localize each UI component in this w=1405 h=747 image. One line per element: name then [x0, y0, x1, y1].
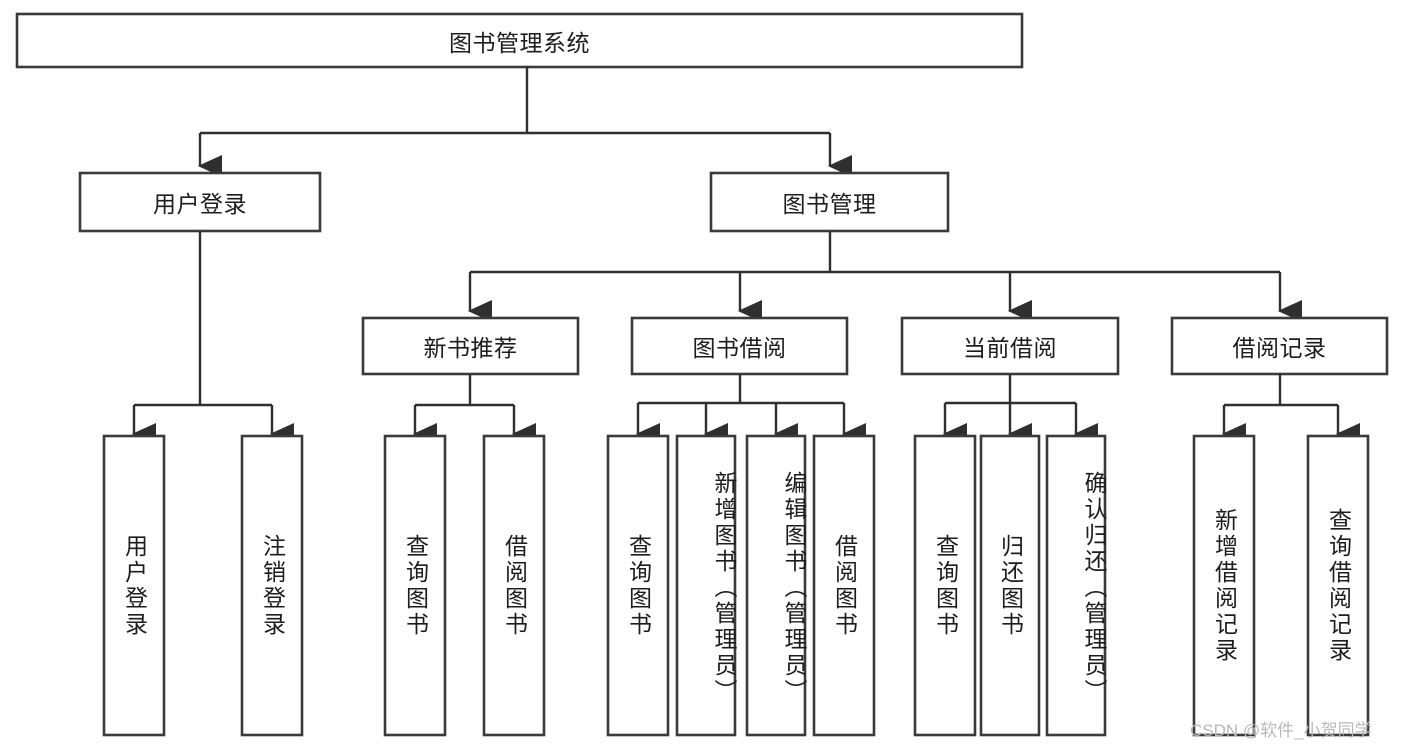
node-user-login[interactable]: [78, 171, 322, 233]
leaf-box-book-borrow-4[interactable]: [812, 434, 876, 737]
node-borrow-record[interactable]: [1170, 316, 1389, 376]
node-book-management-system[interactable]: [15, 12, 1024, 69]
leaf-box-current-borrow-3[interactable]: [1045, 434, 1107, 737]
leaf-box-book-borrow-3[interactable]: [745, 434, 807, 737]
node-book-borrow[interactable]: [630, 316, 849, 376]
leaf-box-book-borrow-2[interactable]: [675, 434, 737, 737]
leaf-box-book-borrow-1[interactable]: [606, 434, 670, 737]
leaf-box-current-borrow-1[interactable]: [913, 434, 977, 737]
leaf-box-new-book-2[interactable]: [482, 434, 546, 737]
node-new-book-recommend[interactable]: [361, 316, 580, 376]
leaf-box-borrow-record-2[interactable]: [1306, 434, 1370, 737]
leaf-box-new-book-1[interactable]: [383, 434, 447, 737]
leaf-box-user-login-1[interactable]: [102, 434, 166, 737]
leaf-box-user-login-2[interactable]: [240, 434, 304, 737]
node-book-management[interactable]: [709, 171, 950, 233]
leaf-box-current-borrow-2[interactable]: [979, 434, 1041, 737]
node-current-borrow[interactable]: [900, 316, 1120, 376]
leaf-box-borrow-record-1[interactable]: [1192, 434, 1256, 737]
